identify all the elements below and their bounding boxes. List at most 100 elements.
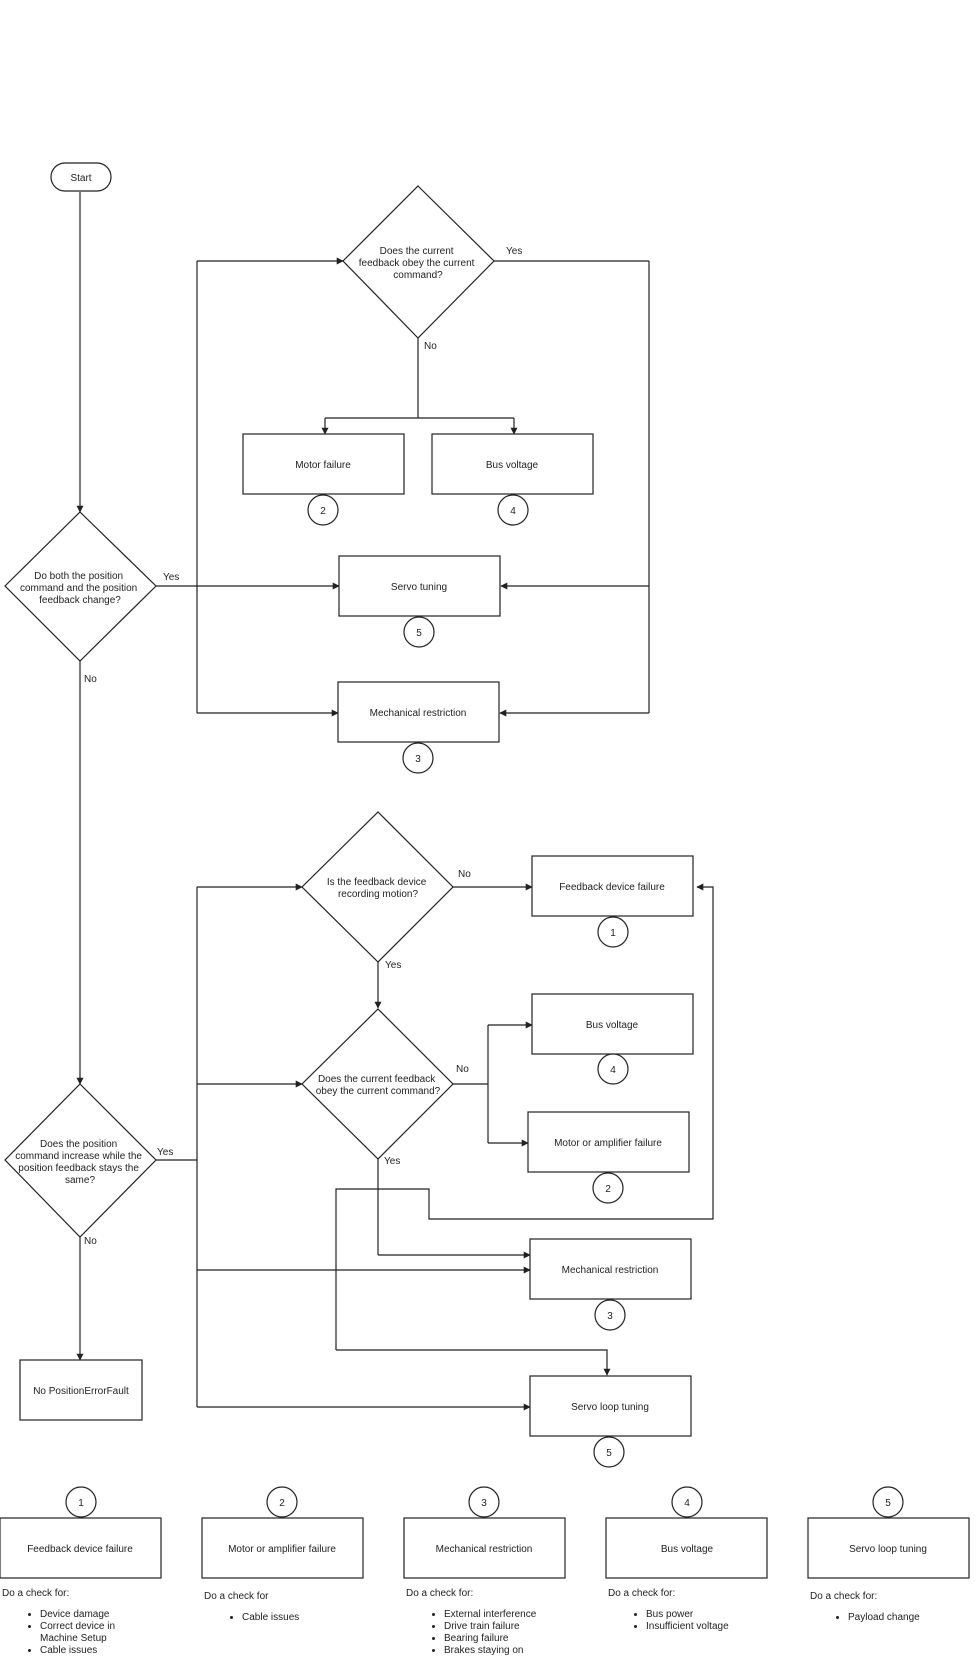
decision-current-feedback: Does the current feedback obey the curre… xyxy=(342,185,495,339)
box-bus-voltage-2: Bus voltage xyxy=(531,993,694,1055)
legend-checklist-4: Do a check for: Bus power Insufficient v… xyxy=(608,1588,768,1633)
box-label: No PositionErrorFault xyxy=(33,1386,129,1397)
marker-number: 2 xyxy=(320,506,326,517)
edge-label-no: No xyxy=(424,341,437,352)
legend-checklist-5: Do a check for: Payload change xyxy=(810,1591,970,1624)
legend-number: 1 xyxy=(78,1498,84,1509)
box-mechanical-restriction: Mechanical restriction xyxy=(337,681,500,743)
checklist-heading: Do a check for: xyxy=(2,1588,70,1599)
legend-title: Bus voltage xyxy=(661,1544,714,1555)
box-servo-loop-tuning: Servo loop tuning xyxy=(529,1375,692,1437)
legend-2: 2 Motor or amplifier failure xyxy=(201,1486,364,1579)
marker-number: 1 xyxy=(610,928,616,939)
legend-1: 1 Feedback device failure xyxy=(0,1486,162,1579)
edge-label-no: No xyxy=(84,674,97,685)
legend-number: 4 xyxy=(684,1498,690,1509)
edge-label-yes: Yes xyxy=(506,246,522,257)
checklist-heading: Do a check for xyxy=(204,1591,269,1602)
box-label: Servo tuning xyxy=(391,582,447,593)
checklist: Device damage Correct device in Machine … xyxy=(2,1609,162,1657)
checklist-item: Drive train failure xyxy=(444,1621,566,1633)
box-label: Mechanical restriction xyxy=(370,708,467,719)
decision-line: recording motion? xyxy=(338,889,418,900)
marker-number: 3 xyxy=(415,754,421,765)
checklist-item: Payload change xyxy=(848,1612,970,1624)
checklist: Payload change xyxy=(810,1612,970,1624)
decision-line: position feedback stays the xyxy=(18,1163,139,1174)
decision-line: command increase while the xyxy=(15,1151,142,1162)
legend-checklist-2: Do a check for Cable issues xyxy=(204,1591,364,1624)
svg-text:Does the current feedback: Does the current feedback obey the curre… xyxy=(316,1074,441,1097)
legend-title: Motor or amplifier failure xyxy=(228,1544,336,1555)
decision-line: obey the current command? xyxy=(316,1086,441,1097)
box-label: Motor failure xyxy=(295,460,351,471)
edge-label-yes: Yes xyxy=(163,572,179,583)
legend-checklist-1: Do a check for: Device damage Correct de… xyxy=(2,1588,162,1657)
box-bus-voltage: Bus voltage xyxy=(431,433,594,495)
edge-label-no: No xyxy=(458,869,471,880)
checklist-item: Brakes staying on xyxy=(444,1645,566,1657)
edge-label-no: No xyxy=(456,1064,469,1075)
box-motor-failure: Motor failure xyxy=(242,433,405,495)
checklist-heading: Do a check for: xyxy=(406,1588,474,1599)
checklist-item: Cable issues xyxy=(242,1612,364,1624)
checklist-item: Bus power xyxy=(646,1609,768,1621)
decision-line: command? xyxy=(393,270,443,281)
decision-command-increase: Does the position command increase while… xyxy=(4,1083,157,1238)
edge-label-yes: Yes xyxy=(385,960,401,971)
box-label: Feedback device failure xyxy=(559,882,665,893)
checklist-item: Insufficient voltage xyxy=(646,1621,768,1633)
checklist-item: Cable issues xyxy=(40,1645,162,1657)
decision-current-feedback-2: Does the current feedback obey the curre… xyxy=(301,1008,454,1160)
marker-number: 4 xyxy=(610,1065,616,1076)
checklist-item: External interference xyxy=(444,1609,566,1621)
legend-number: 3 xyxy=(481,1498,487,1509)
start-terminal: Start xyxy=(50,162,112,192)
checklist-heading: Do a check for: xyxy=(608,1588,676,1599)
checklist: Cable issues xyxy=(204,1612,364,1624)
box-mechanical-restriction-2: Mechanical restriction xyxy=(529,1238,692,1300)
edge-label-yes: Yes xyxy=(384,1156,400,1167)
svg-text:Does the position comman: Does the position command increase while… xyxy=(15,1139,145,1186)
legend-5: 5 Servo loop tuning xyxy=(807,1486,970,1579)
checklist-heading: Do a check for: xyxy=(810,1591,878,1602)
legend-number: 5 xyxy=(885,1498,891,1509)
legend-4: 4 Bus voltage xyxy=(605,1486,768,1579)
marker-number: 3 xyxy=(607,1311,613,1322)
checklist-item: Device damage xyxy=(40,1609,162,1621)
decision-feedback-recording: Is the feedback device recording motion? xyxy=(301,811,454,963)
legend-title: Servo loop tuning xyxy=(849,1544,927,1555)
box-label: Bus voltage xyxy=(486,460,539,471)
number-markers: 2 4 5 3 1 4 2 3 5 xyxy=(307,494,629,1468)
decision-line: same? xyxy=(65,1175,95,1186)
box-label: Bus voltage xyxy=(586,1020,639,1031)
checklist: Bus power Insufficient voltage xyxy=(608,1609,768,1633)
start-label: Start xyxy=(70,173,91,184)
connectors xyxy=(76,192,714,1411)
legend-3: 3 Mechanical restriction xyxy=(403,1486,566,1579)
edge-label-yes: Yes xyxy=(157,1147,173,1158)
marker-number: 5 xyxy=(606,1448,612,1459)
decision-line: Is the feedback device xyxy=(327,877,427,888)
decision-line: Does the current feedback xyxy=(318,1074,436,1085)
box-motor-amplifier-failure: Motor or amplifier failure xyxy=(527,1111,690,1173)
decision-line: feedback obey the current xyxy=(359,258,475,269)
decision-line: command and the position xyxy=(20,583,137,594)
decision-line: Does the position xyxy=(40,1139,117,1150)
decision-line: Does the current xyxy=(380,246,454,257)
marker-number: 4 xyxy=(510,506,516,517)
legend-checklist-3: Do a check for: External interference Dr… xyxy=(406,1588,566,1657)
svg-text:Is the feedback device r: Is the feedback device recording motion? xyxy=(327,877,429,900)
decision-line: Do both the position xyxy=(34,571,123,582)
legend-title: Mechanical restriction xyxy=(436,1544,533,1555)
box-feedback-device-failure: Feedback device failure xyxy=(531,855,694,917)
box-label: Mechanical restriction xyxy=(562,1265,659,1276)
box-label: Servo loop tuning xyxy=(571,1402,649,1413)
legend-number: 2 xyxy=(279,1498,285,1509)
checklist-item: Bearing failure xyxy=(444,1633,566,1645)
box-label: Motor or amplifier failure xyxy=(554,1138,662,1149)
decision-position-change: Do both the position command and the pos… xyxy=(4,511,157,662)
marker-number: 5 xyxy=(416,628,422,639)
decision-line: feedback change? xyxy=(39,595,121,606)
